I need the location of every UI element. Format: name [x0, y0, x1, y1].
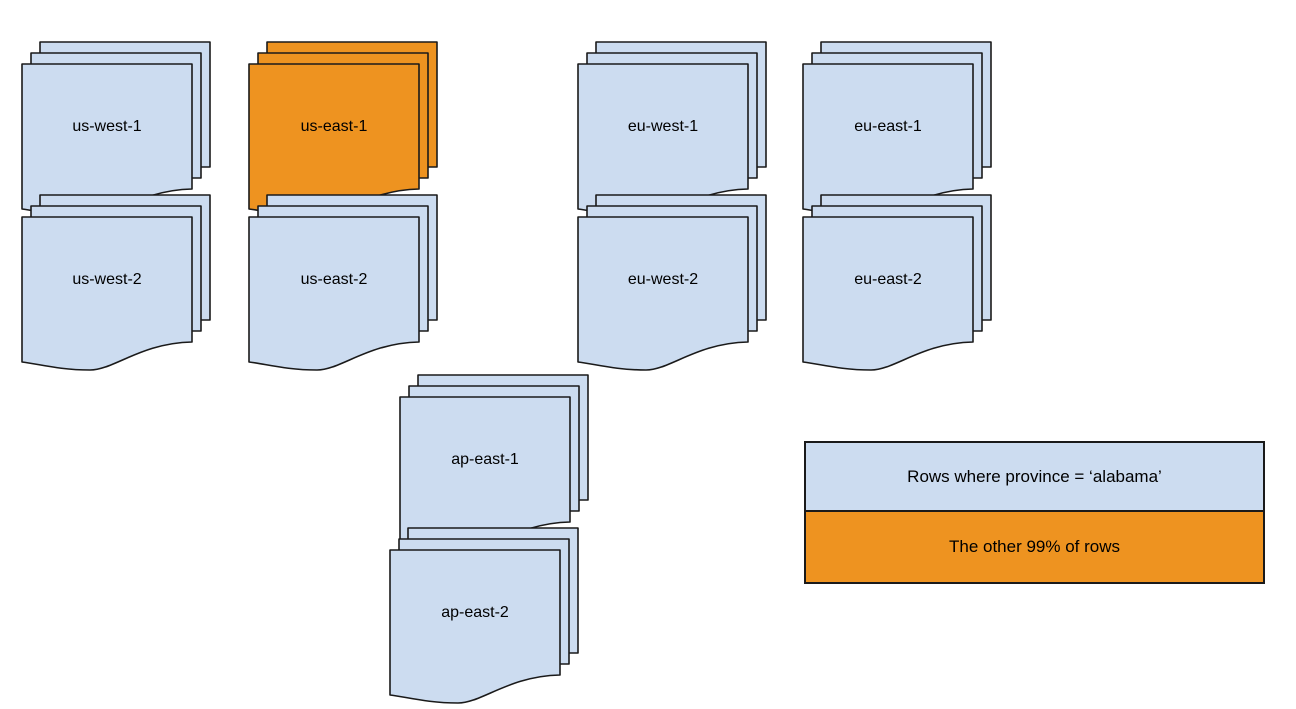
stack-sheet-front [21, 216, 193, 371]
stack-sheet-front [577, 216, 749, 371]
region-stack-eu-east-2[interactable]: eu-east-2 [802, 194, 997, 376]
document-stack-icon [802, 194, 992, 371]
region-stack-ap-east-2[interactable]: ap-east-2 [389, 527, 584, 709]
region-stack-eu-west-1[interactable]: eu-west-1 [577, 41, 772, 223]
region-stack-us-west-1[interactable]: us-west-1 [21, 41, 216, 223]
region-stack-us-east-2[interactable]: us-east-2 [248, 194, 443, 376]
legend-row-label: The other 99% of rows [948, 537, 1121, 556]
legend-row-orange: The other 99% of rows [806, 512, 1263, 582]
document-stack-icon [248, 41, 438, 218]
region-stack-us-east-1[interactable]: us-east-1 [248, 41, 443, 223]
document-stack-icon [802, 41, 992, 218]
stack-sheet-front [389, 549, 561, 704]
stack-sheet-front [802, 216, 974, 371]
region-stack-eu-west-2[interactable]: eu-west-2 [577, 194, 772, 376]
stack-sheet-front [248, 216, 420, 371]
document-stack-icon [577, 194, 767, 371]
legend: Rows where province = ‘alabama’ The other… [804, 441, 1265, 584]
document-stack-icon [577, 41, 767, 218]
legend-row-label: Rows where province = ‘alabama’ [907, 466, 1162, 486]
legend-row-blue: Rows where province = ‘alabama’ [806, 443, 1263, 512]
document-stack-icon [21, 41, 211, 218]
document-stack-icon [248, 194, 438, 371]
document-stack-icon [389, 527, 579, 704]
region-stack-us-west-2[interactable]: us-west-2 [21, 194, 216, 376]
document-stack-icon [21, 194, 211, 371]
